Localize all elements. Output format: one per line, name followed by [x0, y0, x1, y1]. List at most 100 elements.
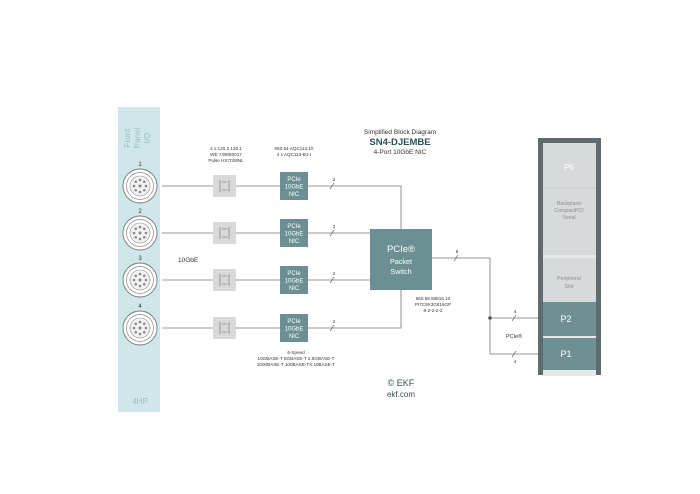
- port-number: 3: [138, 256, 142, 262]
- speed-note-line-2: 10GBASE-T 5GBASE-T 2.5GBASE-T: [258, 356, 335, 361]
- transformer-icon: [219, 274, 230, 286]
- nic-label-line: NIC: [289, 239, 300, 245]
- connector-pin: [144, 231, 148, 235]
- rj45-connector-4: 4: [122, 304, 158, 346]
- connector-inner-ring: [126, 219, 154, 247]
- connector-pin: [142, 235, 146, 239]
- connector-pin: [144, 326, 148, 330]
- nic-label-line: PCIe: [287, 319, 301, 325]
- connector-pin: [144, 184, 148, 188]
- rj45-connector-1: 1: [122, 162, 158, 204]
- connector-pin: [134, 322, 138, 326]
- speed-note-line-3: 1000BASE-T 100BASE-TX 10BASE-T: [257, 362, 335, 367]
- connector-pin: [134, 274, 138, 278]
- magnetics-note: 4 x 120.2.136.1 WE 749050017 Pulse HX702…: [208, 146, 244, 163]
- lane-tick-p2: [511, 314, 517, 322]
- wire-nic-1: [308, 185, 402, 229]
- switch-note-line-3: 8-2-2-2-2: [424, 308, 443, 313]
- front-panel-label-line-2: Panel: [133, 128, 142, 149]
- connector-center-pin: [138, 278, 142, 282]
- magnetics-box: [213, 222, 236, 244]
- magnetics-3: [213, 269, 236, 291]
- connector-pin: [142, 282, 146, 286]
- nic-note-line-2: 4 x AQC113-B1-I: [277, 152, 311, 157]
- wire-nic-4: [308, 290, 402, 329]
- lane-label-1: 2: [333, 177, 336, 182]
- p1-lane-label: 4: [514, 359, 517, 364]
- front-panel-label-line-3: I/O: [143, 133, 152, 144]
- nic-label-line: NIC: [289, 334, 300, 340]
- backplane-slot: [543, 143, 596, 255]
- p2-lane-label: 4: [514, 309, 517, 314]
- lane-label-2: 2: [333, 224, 336, 229]
- nic-label-line: PCIe: [287, 177, 301, 183]
- connector-pin: [138, 190, 142, 194]
- nic-label-line: 10GbE: [285, 279, 304, 285]
- front-panel: Front Panel I/O 4HP: [118, 107, 160, 412]
- connector-pin: [138, 178, 142, 182]
- connector-pin: [138, 332, 142, 336]
- connector-pin: [134, 330, 138, 334]
- connector-pin: [134, 227, 138, 231]
- pcie-link-label: PCIe®: [506, 333, 522, 340]
- magnetics-box: [213, 317, 236, 339]
- nic-label-line: 10GbE: [285, 185, 304, 191]
- connector-pin: [138, 320, 142, 324]
- p6-label: P6: [564, 163, 574, 172]
- p1-connector: [543, 338, 596, 370]
- lane-tick-uplink: [453, 254, 459, 262]
- switch-line-2: Packet: [390, 257, 412, 266]
- link-speed-label: 10GbE: [178, 257, 199, 264]
- port-number: 2: [138, 209, 142, 215]
- backplane-line-1: Backplane: [557, 201, 581, 207]
- connector-pin: [132, 326, 136, 330]
- lane-tick-1: [329, 182, 335, 190]
- backplane-line-2: CompactPCI: [554, 208, 583, 214]
- packet-switch-box: [370, 229, 432, 290]
- transformer-icon: [219, 227, 230, 239]
- nic-label-line: 10GbE: [285, 327, 304, 333]
- nic-label-line: PCIe: [287, 224, 301, 230]
- nic-label-line: NIC: [289, 192, 300, 198]
- switch-note-line-1: 650.68.93816.10: [416, 296, 451, 301]
- nic-box: [280, 219, 308, 247]
- title-product: SN4-DJEMBE: [369, 137, 430, 148]
- magnetics-1: [213, 175, 236, 197]
- wire-switch-uplink: [432, 257, 540, 319]
- rj45-connector-2: 2: [122, 209, 158, 251]
- connector-center-pin: [138, 231, 142, 235]
- footer-url: ekf.com: [387, 390, 415, 399]
- connector-pin: [144, 278, 148, 282]
- packet-switch: PCIe® Packet Switch: [370, 229, 432, 290]
- switch-line-3: Switch: [390, 267, 411, 276]
- connector-center-pin: [138, 326, 142, 330]
- p2-connector: [543, 302, 596, 336]
- magnetics-note-line-2: WE 749050017: [210, 152, 242, 157]
- peripheral-line-1: Peripheral: [557, 276, 581, 282]
- peripheral-line-2: Slot: [565, 284, 574, 290]
- connector-pin: [134, 188, 138, 192]
- switch-note-line-2: PI7C9X3G816GP: [415, 302, 451, 307]
- wire-p1: [489, 318, 540, 355]
- front-panel-label-line-1: Front: [123, 128, 132, 147]
- nic-box: [280, 172, 308, 200]
- connector-pin: [138, 237, 142, 241]
- speed-note-line-1: 6-Speed: [287, 350, 305, 355]
- uplink-lane-label: 8: [456, 249, 459, 254]
- nic-group: PCIe10GbENICPCIe10GbENICPCIe10GbENICPCIe…: [280, 172, 308, 342]
- speed-note: 6-Speed 10GBASE-T 5GBASE-T 2.5GBASE-T 10…: [257, 350, 335, 367]
- footer-copyright: © EKF: [388, 378, 415, 388]
- transformer-icon: [219, 322, 230, 334]
- connector-pin: [134, 282, 138, 286]
- nic-note: 650.54.AQC113.10 4 x AQC113-B1-I: [275, 146, 314, 157]
- p1-label: P1: [560, 349, 571, 359]
- connector-pin: [138, 225, 142, 229]
- nic-box: [280, 266, 308, 294]
- lane-label-4: 2: [333, 319, 336, 324]
- diagram-title: Simplified Block Diagram SN4-DJEMBE 4-Po…: [364, 129, 436, 156]
- lane-tick-2: [329, 229, 335, 237]
